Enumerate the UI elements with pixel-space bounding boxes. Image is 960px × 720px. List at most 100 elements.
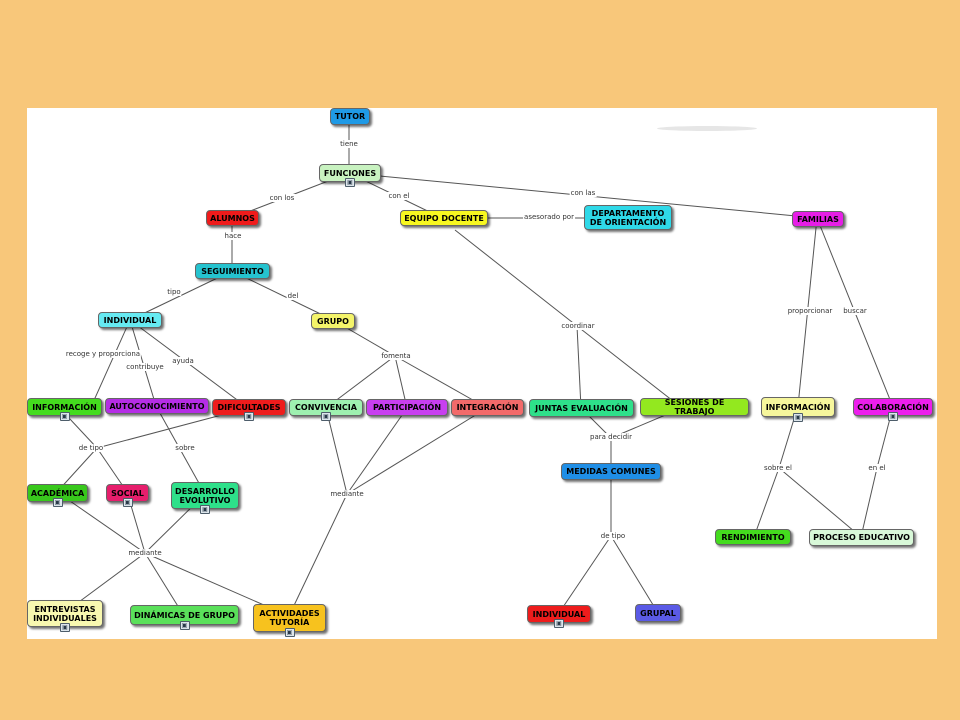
node-label: TUTOR xyxy=(334,112,366,121)
node-label: DEPARTAMENTO DE ORIENTACIÓN xyxy=(589,208,667,227)
link-label: sobre el xyxy=(763,464,793,472)
attachment-icon[interactable]: ▣ xyxy=(554,619,564,628)
node-label: COLABORACIÓN xyxy=(857,402,929,412)
node-social[interactable]: SOCIAL▣ xyxy=(106,484,149,507)
node-label: DINÁMICAS DE GRUPO xyxy=(134,610,235,620)
attachment-icon[interactable]: ▣ xyxy=(345,178,355,187)
link-line xyxy=(610,535,659,614)
link-label: con el xyxy=(387,192,411,200)
link-label: contribuye xyxy=(125,363,165,371)
link-line xyxy=(325,407,348,495)
link-line xyxy=(558,535,612,614)
node-familias[interactable]: FAMILIAS xyxy=(792,211,844,227)
node-label: ACADÉMICA xyxy=(30,488,85,498)
link-label: con las xyxy=(569,189,597,197)
node-label: ENTREVISTAS INDIVIDUALES xyxy=(33,604,97,623)
node-seguimiento[interactable]: SEGUIMIENTO xyxy=(195,263,270,279)
node-label: JUNTAS EVALUACIÓN xyxy=(535,403,628,413)
node-funciones[interactable]: FUNCIONES▣ xyxy=(319,164,381,187)
link-label: sobre xyxy=(174,444,196,452)
link-line xyxy=(288,493,348,617)
attachment-icon[interactable]: ▣ xyxy=(179,621,190,630)
link-label: fomenta xyxy=(380,352,412,360)
link-line xyxy=(346,407,488,495)
link-line xyxy=(56,491,146,554)
link-label: mediante xyxy=(127,549,163,557)
node-desarrollo-evolutivo[interactable]: DESARROLLO EVOLUTIVO▣ xyxy=(171,482,239,514)
link-label: del xyxy=(286,292,300,300)
node-actividades-tutoria[interactable]: ACTIVIDADES TUTORÍA▣ xyxy=(253,604,326,637)
node-label: GRUPO xyxy=(317,316,349,326)
attachment-icon[interactable]: ▣ xyxy=(284,628,295,637)
node-rendimiento[interactable]: RENDIMIENTO xyxy=(715,529,791,545)
link-line xyxy=(68,417,98,449)
node-tutor[interactable]: TUTOR xyxy=(330,108,370,125)
attachment-icon[interactable]: ▣ xyxy=(52,498,63,507)
node-label: ACTIVIDADES TUTORÍA xyxy=(259,609,320,627)
node-participacion[interactable]: PARTICIPACIÓN xyxy=(366,399,448,416)
node-informacion-familias[interactable]: INFORMACIÓN▣ xyxy=(761,397,835,422)
node-label: DIFICULTADES xyxy=(217,403,281,412)
node-dinamicas-grupo[interactable]: DINÁMICAS DE GRUPO▣ xyxy=(130,605,239,630)
attachment-icon[interactable]: ▣ xyxy=(888,412,898,421)
link-line xyxy=(346,407,408,495)
node-label: DESARROLLO EVOLUTIVO xyxy=(175,486,235,505)
link-label: coordinar xyxy=(560,322,596,330)
node-label: ALUMNOS xyxy=(210,213,255,223)
attachment-icon[interactable]: ▣ xyxy=(60,623,70,632)
link-label: buscar xyxy=(842,307,868,315)
link-label: hace xyxy=(223,232,243,240)
node-label: SOCIAL xyxy=(111,488,144,498)
attachment-icon[interactable]: ▣ xyxy=(793,413,803,422)
link-label: para decidir xyxy=(589,433,633,441)
node-equipo-docente[interactable]: EQUIPO DOCENTE xyxy=(400,210,488,226)
node-integracion[interactable]: INTEGRACIÓN xyxy=(451,399,524,416)
node-label: INDIVIDUAL xyxy=(103,315,157,325)
attachment-icon[interactable]: ▣ xyxy=(122,498,133,507)
node-label: GRUPAL xyxy=(640,608,676,618)
link-label: tiene xyxy=(339,140,359,148)
node-sesiones-trabajo[interactable]: SESIONES DE TRABAJO xyxy=(640,398,749,416)
node-individual[interactable]: INDIVIDUAL xyxy=(98,312,162,328)
node-dificultades[interactable]: DIFICULTADES▣ xyxy=(212,399,286,421)
node-label: INFORMACIÓN xyxy=(765,402,831,412)
node-label: INFORMACIÓN xyxy=(32,402,97,412)
node-convivencia[interactable]: CONVIVENCIA▣ xyxy=(289,399,363,421)
node-label: AUTOCONOCIMIENTO xyxy=(109,401,205,411)
link-line xyxy=(454,229,578,327)
link-line xyxy=(576,325,582,409)
link-line xyxy=(860,467,878,538)
connection-lines xyxy=(56,124,894,617)
node-entrevistas-individuales[interactable]: ENTREVISTAS INDIVIDUALES▣ xyxy=(27,600,103,632)
node-informacion-alumnos[interactable]: INFORMACIÓN▣ xyxy=(27,398,102,421)
node-proceso-educativo[interactable]: PROCESO EDUCATIVO xyxy=(809,529,914,546)
node-alumnos[interactable]: ALUMNOS xyxy=(206,210,259,226)
node-juntas-evaluacion[interactable]: JUNTAS EVALUACIÓN xyxy=(529,399,634,417)
node-grupo[interactable]: GRUPO xyxy=(311,313,355,329)
node-label: INDIVIDUAL xyxy=(532,609,586,619)
node-individual-medidas[interactable]: INDIVIDUAL▣ xyxy=(527,605,591,628)
link-line xyxy=(231,270,334,321)
node-label: RENDIMIENTO xyxy=(721,532,785,542)
node-label: SESIONES DE TRABAJO xyxy=(664,398,725,416)
link-label: asesorado por xyxy=(523,213,575,221)
node-label: FAMILIAS xyxy=(797,214,839,224)
link-label: proporcionar xyxy=(786,307,834,315)
attachment-icon[interactable]: ▣ xyxy=(200,505,210,514)
node-grupal[interactable]: GRUPAL xyxy=(635,604,681,622)
node-label: CONVIVENCIA xyxy=(295,403,357,412)
node-label: PROCESO EDUCATIVO xyxy=(813,533,910,542)
node-label: SEGUIMIENTO xyxy=(201,266,264,276)
node-departamento-orientacion[interactable]: DEPARTAMENTO DE ORIENTACIÓN xyxy=(584,205,672,230)
attachment-icon[interactable]: ▣ xyxy=(244,412,254,421)
link-label: tipo xyxy=(166,288,182,296)
node-medidas-comunes[interactable]: MEDIDAS COMUNES xyxy=(561,463,661,480)
node-academica[interactable]: ACADÉMICA▣ xyxy=(27,484,88,507)
node-label: FUNCIONES xyxy=(323,168,377,178)
decorative-smudge xyxy=(657,126,757,131)
node-autoconocimiento[interactable]: AUTOCONOCIMIENTO xyxy=(105,398,209,414)
node-colaboracion[interactable]: COLABORACIÓN▣ xyxy=(853,398,933,421)
attachment-icon[interactable]: ▣ xyxy=(321,412,331,421)
link-label: ayuda xyxy=(171,357,195,365)
attachment-icon[interactable]: ▣ xyxy=(59,412,70,421)
